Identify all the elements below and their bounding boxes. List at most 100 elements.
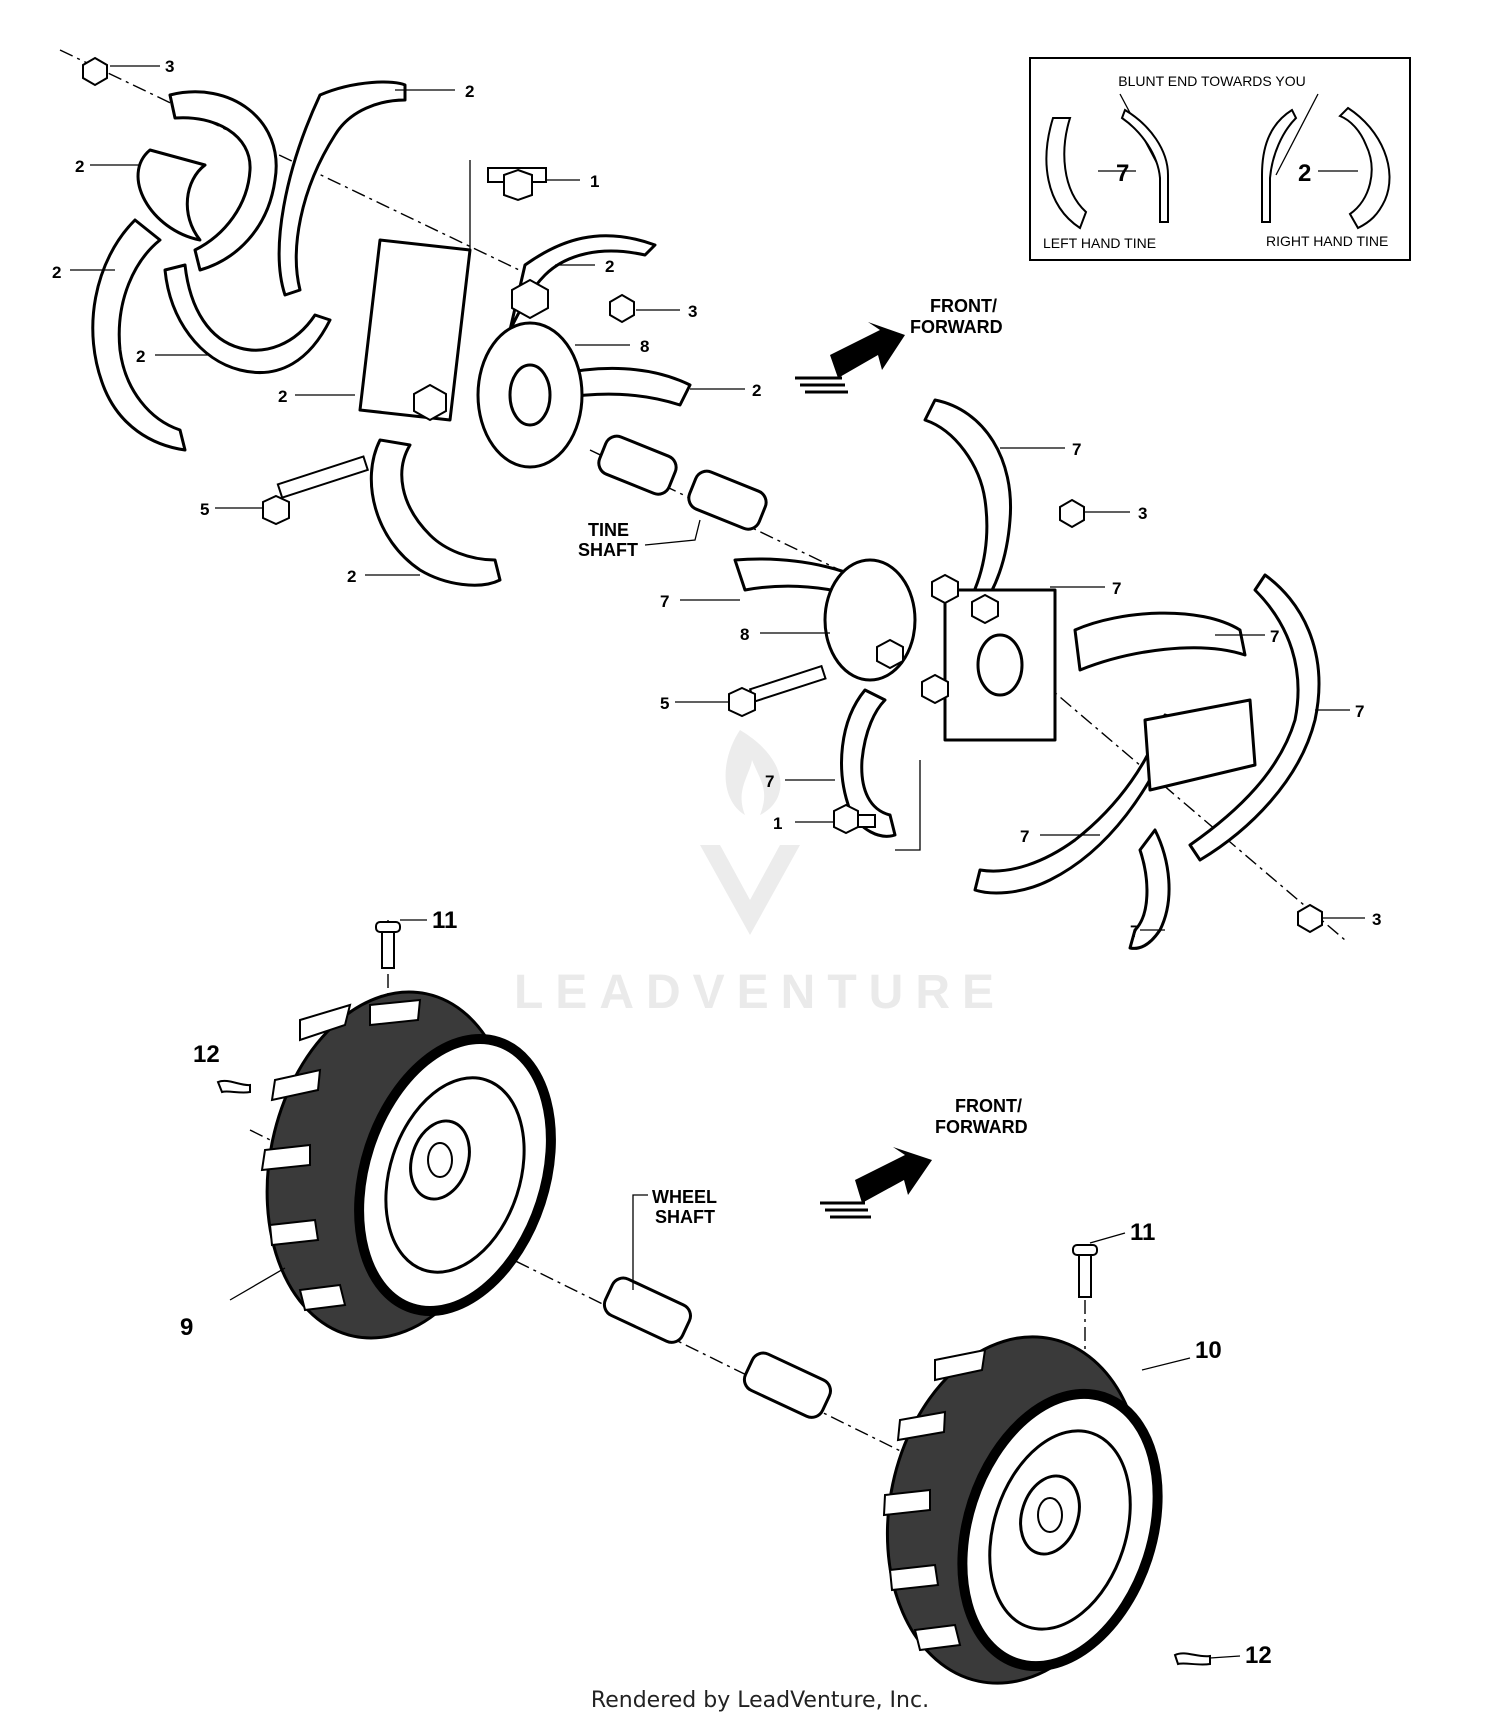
left-nut-mid — [413, 383, 447, 422]
callout-12: 12 — [193, 1041, 220, 1068]
front-forward-label-1a: FRONT/ — [930, 296, 997, 316]
callout-3: 3 — [1372, 910, 1381, 929]
left-tine-4 — [91, 218, 187, 452]
callout-1: 1 — [773, 814, 782, 833]
left-hub-bore — [508, 363, 552, 427]
callout-2: 2 — [52, 263, 61, 282]
wheel-shaft-label-a: WHEEL — [652, 1187, 717, 1207]
callout-8: 8 — [640, 337, 649, 356]
callout-7: 7 — [1072, 440, 1081, 459]
tine-shaft-half-2 — [687, 469, 768, 531]
bolt-1-top — [487, 167, 547, 202]
watermark-text: LEADVENTURE — [514, 966, 1006, 1019]
left-hand-tine-side-view — [1045, 117, 1088, 230]
front-forward-label-1b: FORWARD — [910, 317, 1003, 337]
nut-3-upper — [609, 293, 635, 324]
right-hand-tine-side-view — [1338, 106, 1391, 230]
right-nut-3 — [921, 673, 949, 705]
right-flange-bore — [976, 633, 1024, 697]
inset-left-caption: LEFT HAND TINE — [1043, 235, 1156, 251]
tine-orientation-inset: BLUNT END TOWARDS YOU 7 2 LEFT HAND TINE… — [1029, 57, 1411, 261]
callout-7: 7 — [1355, 702, 1364, 721]
left-rim-bore — [427, 1142, 453, 1178]
inset-right-number: 2 — [1298, 160, 1311, 187]
right-hand-tine-front-view — [1261, 108, 1298, 223]
nut-3-top-left — [82, 56, 108, 87]
forward-arrow-icon-lower — [855, 1147, 932, 1203]
callout-11: 11 — [432, 907, 457, 934]
forward-arrow-icon — [830, 322, 905, 378]
nut-3-lower-right — [1297, 903, 1323, 934]
callout-7: 7 — [660, 592, 669, 611]
left-wheel — [260, 990, 556, 1340]
right-rim-bore — [1037, 1497, 1063, 1533]
footer-credit: Rendered by LeadVenture, Inc. — [591, 1688, 929, 1713]
right-tine-c — [1073, 611, 1247, 672]
right-nut-2 — [971, 593, 999, 625]
wheel-shaft-half-1 — [602, 1276, 692, 1344]
callout-10: 10 — [1195, 1337, 1222, 1364]
tine-shaft-label-a: TINE — [588, 520, 629, 540]
inset-left-number: 7 — [1116, 160, 1129, 187]
callout-2: 2 — [136, 347, 145, 366]
right-tine-e — [840, 688, 897, 838]
wheel-shaft-parts — [602, 1276, 832, 1419]
left-tine-7 — [553, 366, 692, 407]
tine-shaft-parts — [597, 434, 768, 531]
callout-9: 9 — [180, 1314, 193, 1341]
hairpin-12-left — [216, 1079, 251, 1094]
callout-2: 2 — [278, 387, 287, 406]
front-forward-label-2a: FRONT/ — [955, 1096, 1022, 1116]
callout-7: 7 — [765, 772, 774, 791]
bolt-1-right — [833, 803, 876, 835]
watermark-flame-icon — [725, 730, 781, 815]
callout-5: 5 — [200, 500, 209, 519]
callout-7: 7 — [1112, 579, 1121, 598]
wheel-shaft-half-2 — [742, 1351, 832, 1419]
callout-2: 2 — [752, 381, 761, 400]
bolt-5-left — [262, 455, 370, 526]
callout-7: 7 — [1270, 627, 1279, 646]
left-tine-2 — [277, 80, 407, 297]
inset-right-caption: RIGHT HAND TINE — [1266, 233, 1388, 249]
pin-11-right — [1072, 1244, 1098, 1298]
front-forward-arrow-upper — [795, 322, 905, 394]
inset-frame — [1029, 57, 1411, 261]
bolt-5-right — [728, 664, 827, 718]
area-labels: FRONT/ FORWARD FRONT/ FORWARD TINE SHAFT… — [578, 296, 1028, 1227]
callout-2: 2 — [75, 157, 84, 176]
right-wheel — [882, 1335, 1163, 1685]
right-tine-g — [1128, 828, 1171, 950]
left-nut-top — [511, 278, 549, 320]
callout-11: 11 — [1130, 1219, 1155, 1246]
right-clamp-plate — [1143, 698, 1257, 792]
left-hand-tine-front-view — [1120, 108, 1169, 223]
right-tine-d — [1188, 573, 1321, 862]
front-forward-arrow-lower — [820, 1147, 932, 1219]
front-forward-label-2b: FORWARD — [935, 1117, 1028, 1137]
tine-shaft-half-1 — [597, 434, 678, 496]
pin-11-left — [375, 921, 401, 969]
hairpin-12-right — [1173, 1652, 1211, 1666]
right-nut-4 — [876, 638, 904, 670]
callout-5: 5 — [660, 694, 669, 713]
tine-shaft-label-b: SHAFT — [578, 540, 638, 560]
callout-2: 2 — [465, 82, 474, 101]
callout-12: 12 — [1245, 1642, 1272, 1669]
callout-7: 7 — [1020, 827, 1029, 846]
callout-2: 2 — [605, 257, 614, 276]
watermark-v-icon — [700, 845, 800, 935]
inset-note: BLUNT END TOWARDS YOU — [1118, 73, 1305, 89]
left-flange — [358, 238, 472, 422]
leader-lines — [70, 65, 1365, 1659]
wheel-shaft-label-b: SHAFT — [655, 1207, 715, 1227]
nut-3-mid-right — [1059, 498, 1085, 529]
left-tine-assembly — [91, 80, 692, 587]
left-tine-3 — [136, 148, 207, 242]
callout-numbers: 3 2 2 2 1 2 2 3 8 2 2 5 2 7 3 7 7 8 7 5 … — [52, 57, 1381, 1669]
callout-8: 8 — [740, 625, 749, 644]
left-tine-1 — [168, 90, 278, 272]
callout-1: 1 — [590, 172, 599, 191]
watermark: LEADVENTURE — [514, 730, 1006, 1019]
